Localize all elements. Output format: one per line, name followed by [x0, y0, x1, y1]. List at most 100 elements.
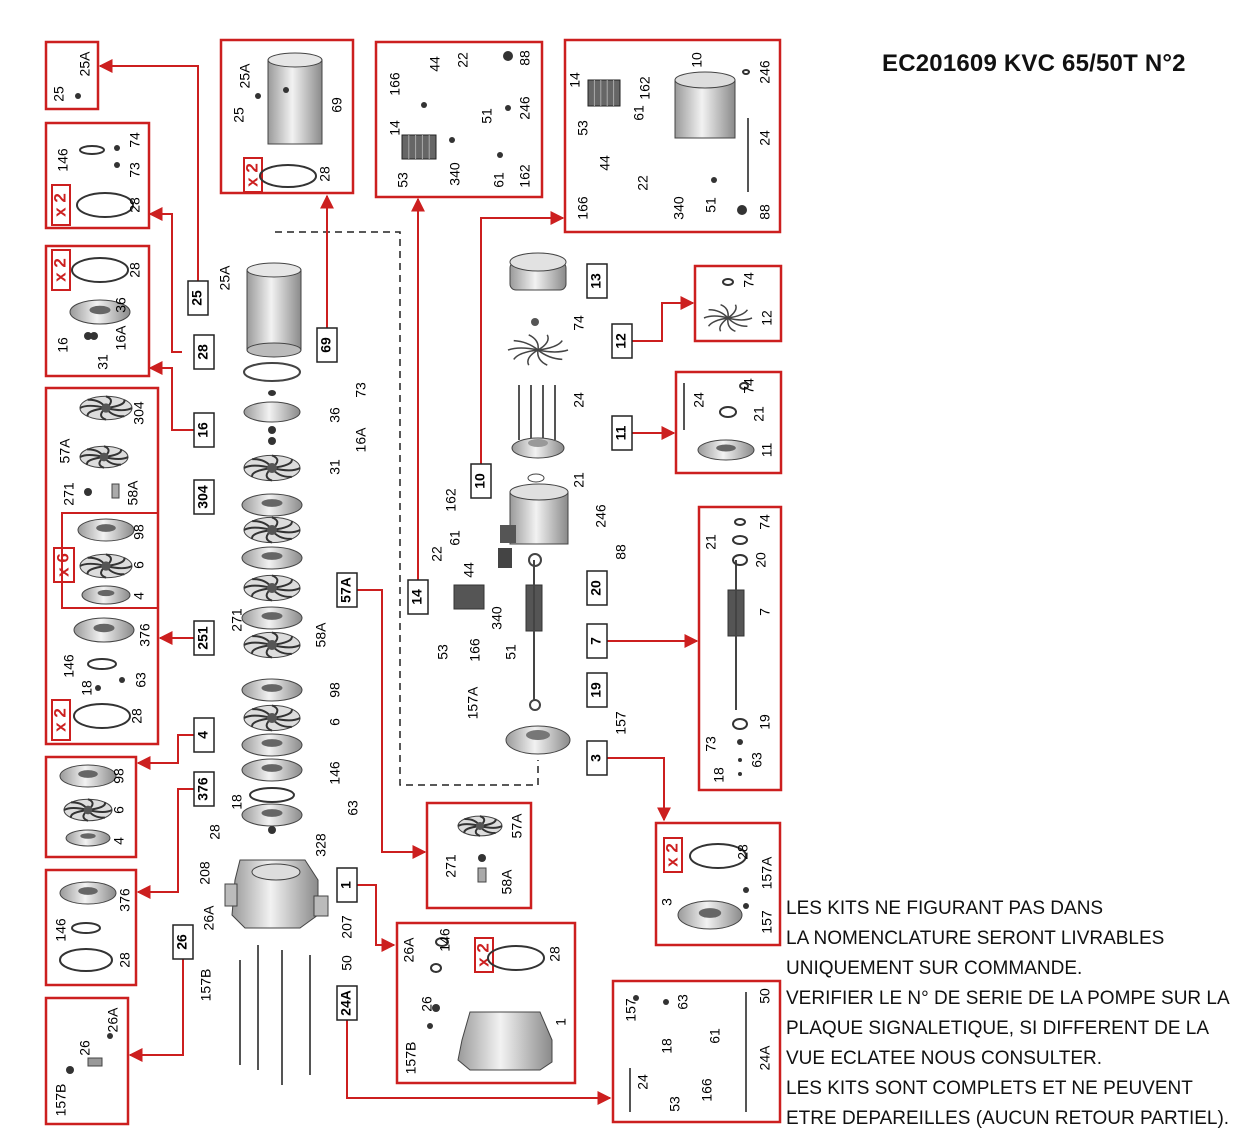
part-label: 88	[613, 544, 629, 560]
kit-tag-14[interactable]: 14	[407, 579, 429, 615]
kit-box-69[interactable]	[219, 38, 355, 195]
part-label: 21	[703, 534, 719, 550]
kit-tag-label: 4	[195, 731, 211, 739]
kit-box-14[interactable]	[374, 40, 544, 199]
part-label: 12	[759, 310, 775, 326]
kit-tag-376[interactable]: 376	[193, 771, 215, 807]
kit-tag-13[interactable]: 13	[586, 263, 608, 299]
end-shield-11	[511, 437, 565, 459]
small-part	[738, 772, 742, 776]
part-label: 340	[447, 162, 463, 186]
kit-tag-19[interactable]: 19	[586, 672, 608, 708]
arrow-kit-376	[136, 788, 194, 899]
kit-tag-label: 69	[318, 337, 334, 353]
kit-box-11[interactable]	[674, 370, 783, 475]
fan-blade	[719, 317, 729, 332]
kit-tag-304[interactable]: 304	[193, 479, 215, 515]
part-label: 88	[757, 204, 773, 220]
kit-box-24A[interactable]	[611, 979, 782, 1124]
kit-box-25[interactable]	[44, 40, 100, 111]
kit-box-376[interactable]	[44, 868, 138, 987]
part-label: 36	[113, 297, 129, 313]
small-part	[503, 51, 513, 61]
small-part	[663, 999, 669, 1005]
small-part	[84, 488, 92, 496]
kit-tag-26[interactable]: 26	[172, 924, 194, 960]
disc-hub	[261, 739, 283, 747]
rotor-7	[525, 560, 543, 700]
kit-tag-11[interactable]: 11	[611, 415, 633, 451]
note-line: LES KITS NE FIGURANT PAS DANS	[786, 898, 1104, 919]
part-label: 157	[623, 998, 639, 1022]
arrow-kit-4	[136, 734, 194, 770]
kit-tag-4[interactable]: 4	[193, 717, 215, 753]
disc-hub	[261, 552, 283, 560]
kit-tag-label: 7	[588, 637, 604, 645]
arrow-kit-28	[148, 207, 182, 353]
part-label: 157B	[198, 969, 214, 1002]
kit-tag-frame	[586, 740, 608, 776]
kit-tag-251[interactable]: 251	[193, 620, 215, 656]
small-part	[268, 826, 276, 834]
kit-tag-12[interactable]: 12	[611, 323, 633, 359]
kit-tag-label: 57A	[338, 577, 354, 603]
part-label: 44	[597, 155, 613, 171]
small-part	[743, 887, 749, 893]
kit-box-10[interactable]	[563, 38, 782, 234]
kit-tag-20[interactable]: 20	[586, 570, 608, 606]
part-label: 19	[757, 714, 773, 730]
kit-box-57A[interactable]	[425, 801, 533, 910]
kit-tag-69[interactable]: 69	[316, 327, 338, 363]
part-label: 162	[517, 164, 533, 188]
kit-tag-57A[interactable]: 57A	[336, 572, 358, 608]
kit-tag-7[interactable]: 7	[586, 623, 608, 659]
kit-box-26[interactable]	[44, 996, 130, 1126]
disc-hub	[716, 444, 736, 452]
kit-box-1[interactable]	[395, 921, 577, 1085]
part-label: 25	[231, 107, 247, 123]
o-ring	[487, 945, 545, 971]
kit-box-7[interactable]	[697, 505, 783, 792]
part-label: 26A	[401, 937, 417, 963]
part-label: 18	[79, 680, 95, 696]
fan-blade	[727, 304, 737, 319]
kit-box-28[interactable]	[44, 121, 151, 230]
kit-box-12[interactable]	[693, 264, 783, 343]
kit-tag-3[interactable]: 3	[586, 740, 608, 776]
kit-tag-16[interactable]: 16	[193, 412, 215, 448]
kit-tag-label: 25	[189, 290, 205, 306]
kit-box-3[interactable]	[654, 821, 782, 947]
part-label: 25A	[77, 51, 93, 77]
part-label: 16A	[113, 325, 129, 351]
part-label: 28	[735, 844, 751, 860]
kit-box-16[interactable]	[44, 244, 151, 378]
kit-tag-28[interactable]: 28	[193, 334, 215, 370]
kit-tag-label: 376	[195, 777, 211, 801]
kit-box-4[interactable]	[44, 755, 138, 859]
multiplier-frame	[53, 547, 75, 583]
part-label: 26A	[201, 905, 217, 931]
part-label: 376	[117, 888, 133, 912]
part-label: 28	[127, 197, 143, 213]
small-part	[738, 758, 742, 762]
small-part	[633, 995, 639, 1001]
multiplier-frame	[51, 184, 71, 226]
part-label: 4	[131, 592, 147, 600]
kit-tag-label: 20	[588, 580, 604, 596]
kit-tag-label: 3	[588, 754, 604, 762]
multiplier-label: x 2	[50, 193, 69, 217]
kit-tag-10[interactable]: 10	[470, 463, 492, 499]
part-label: 162	[637, 76, 653, 100]
part-label: 98	[111, 768, 127, 784]
kit-tag-1[interactable]: 1	[336, 867, 358, 903]
small-part	[737, 739, 743, 745]
small-part	[119, 677, 125, 683]
impeller	[79, 553, 133, 579]
o-ring	[732, 718, 748, 730]
kit-tag-25[interactable]: 25	[187, 280, 209, 316]
part-label: 246	[517, 96, 533, 120]
fin-plate	[587, 79, 621, 107]
part-label: 51	[479, 108, 495, 124]
kit-tag-24A[interactable]: 24A	[336, 985, 358, 1021]
fan-blade	[703, 315, 729, 319]
